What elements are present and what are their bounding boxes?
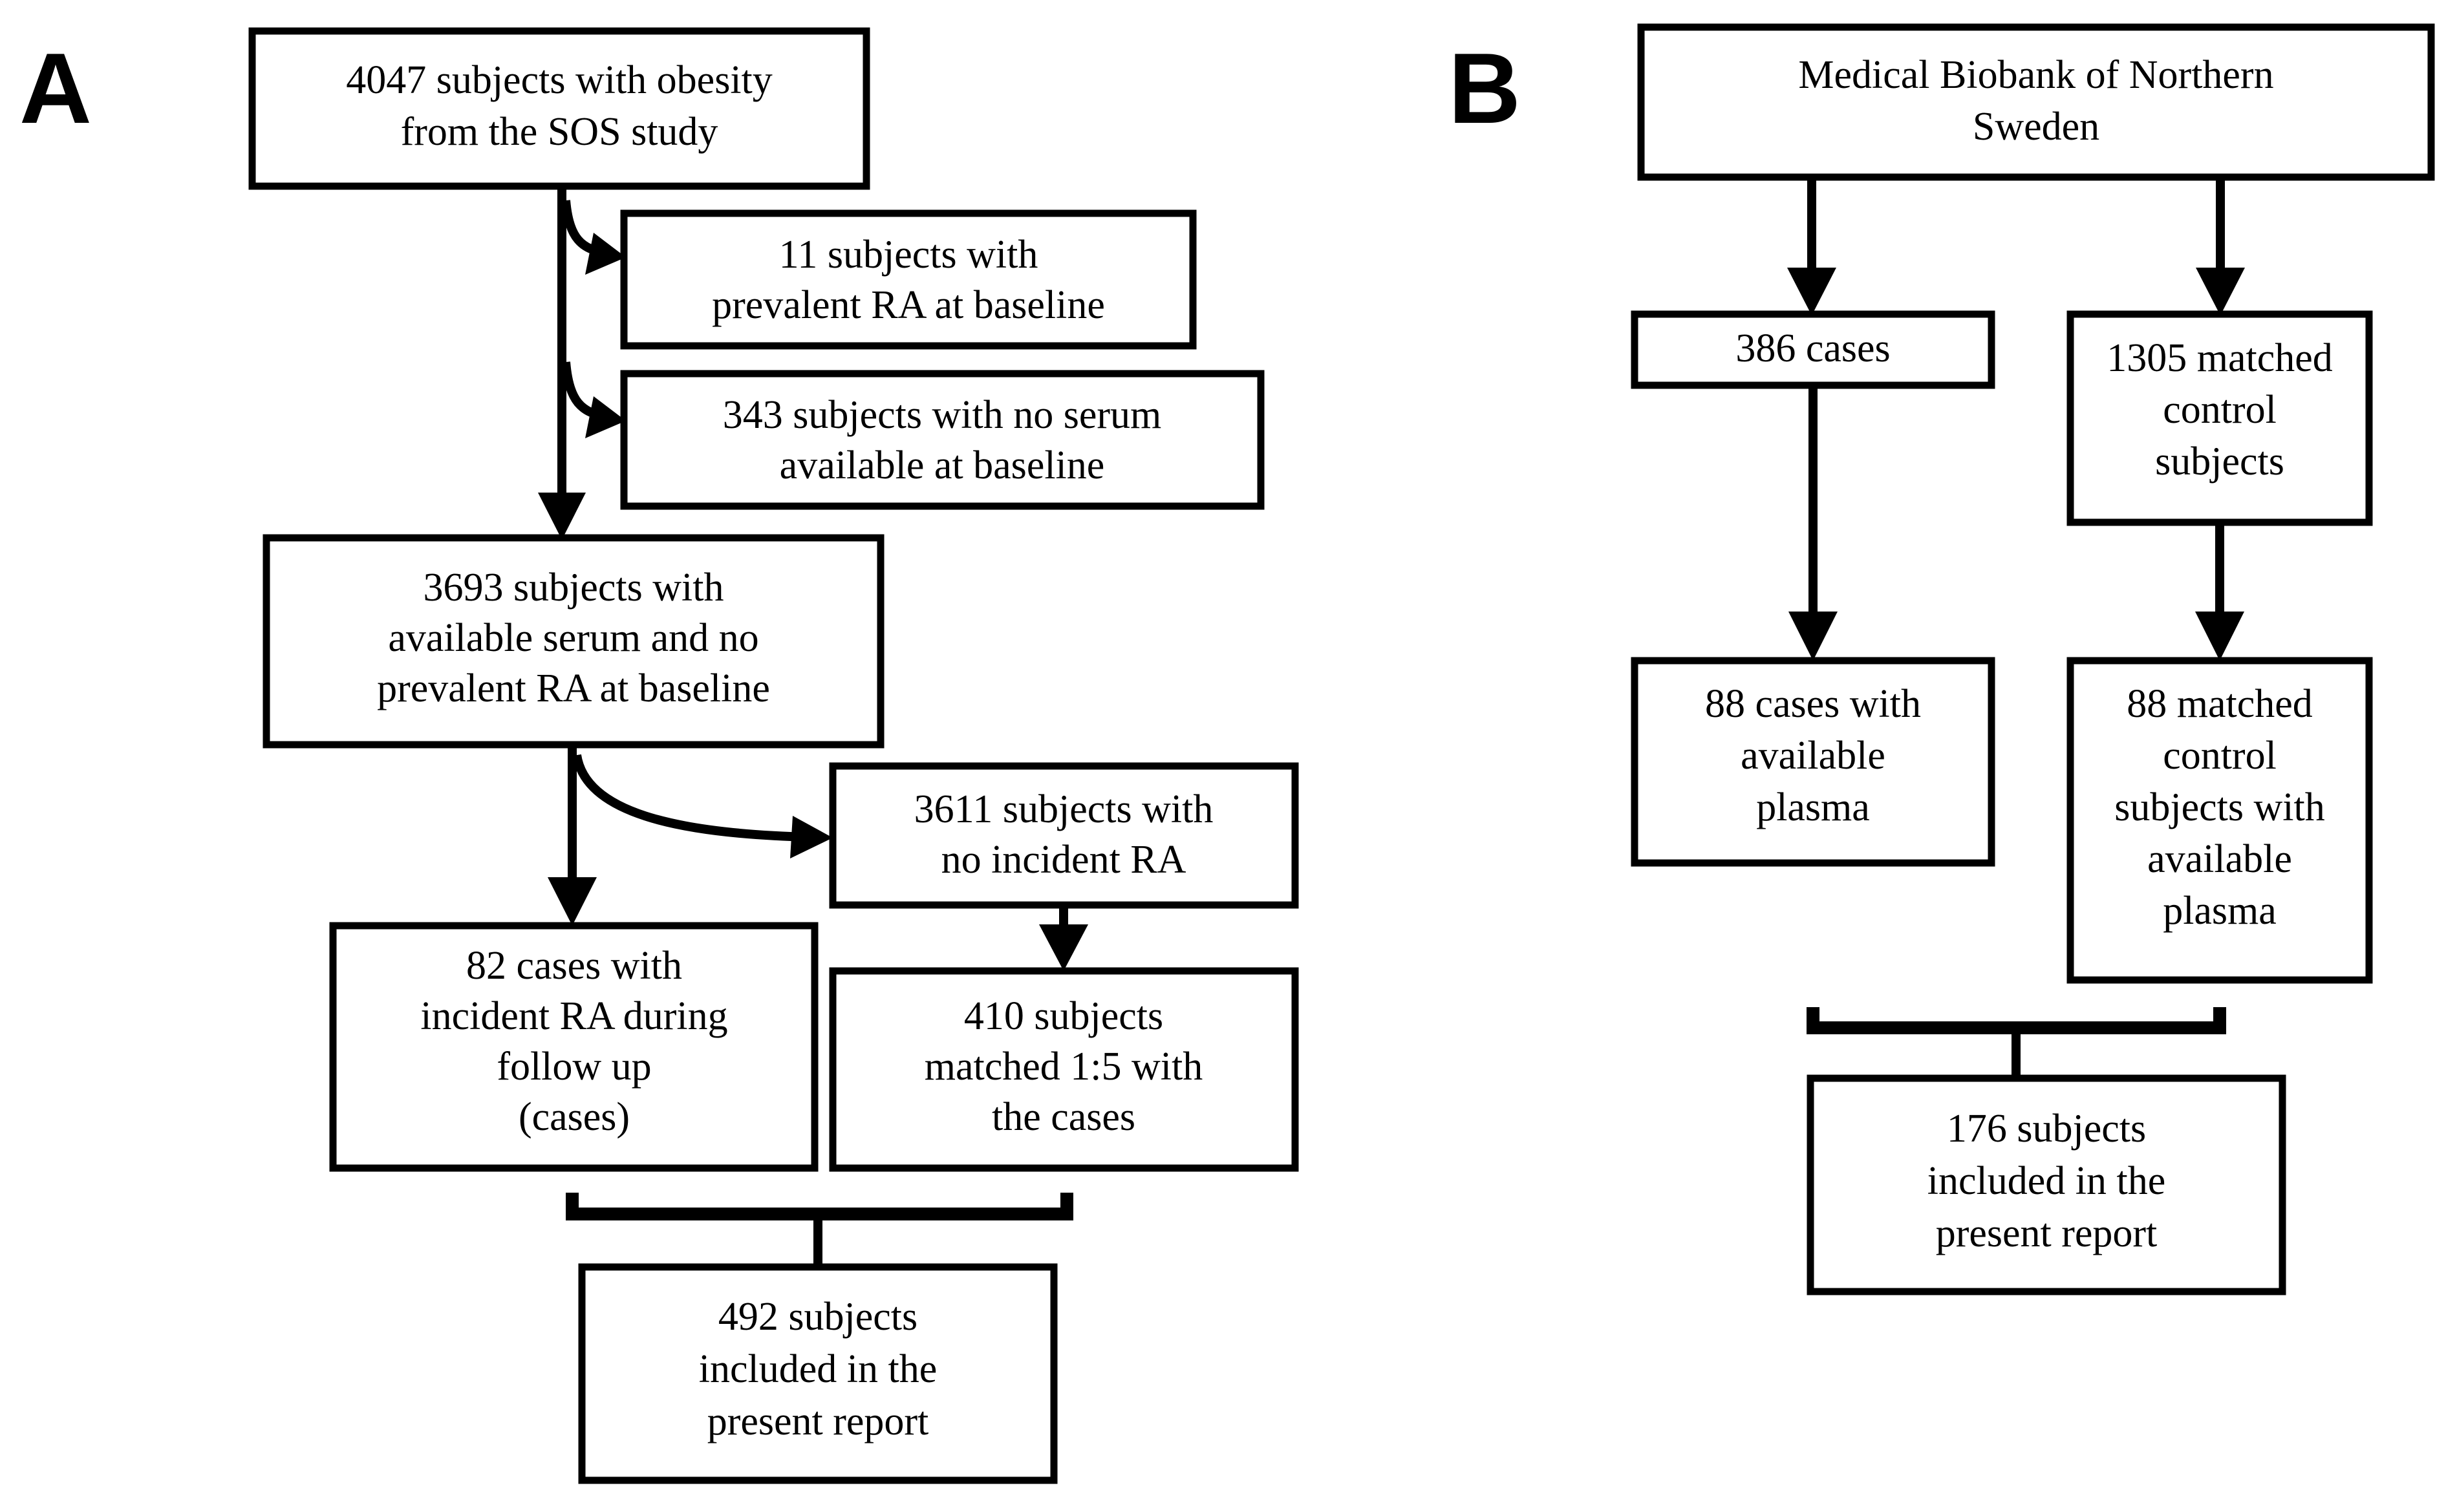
node-b-cases-box [1631, 310, 1995, 389]
node-a-eligible-line-3: prevalent RA at baseline [377, 666, 770, 710]
arrowhead-a-source-to-eligible [538, 493, 586, 540]
panel-a-letter: A [19, 32, 92, 144]
node-b-controls-plasma-box [2066, 657, 2373, 984]
node-a-eligible-line-2: available serum and no [388, 616, 758, 660]
node-b-cases-plasma-box [1631, 657, 1995, 867]
node-a-noincident-line-2: no incident RA [941, 838, 1186, 882]
node-b-included: 176 subjects included in the present rep… [1807, 1074, 2286, 1295]
node-b-controls-line-2: control [2163, 388, 2277, 432]
arrowhead-a-to-excl-noserum [585, 396, 626, 438]
arrowhead-b-source-to-cases [1787, 268, 1836, 315]
arrowhead-b-cases-to-plasma [1788, 612, 1838, 661]
arrowhead-a-eligible-to-noincident [790, 816, 833, 858]
node-b-included-box [1807, 1074, 2286, 1295]
node-a-cases-box [329, 922, 819, 1172]
node-a-matched: 410 subjects matched 1:5 with the cases [829, 967, 1299, 1172]
node-a-matched-line-2: matched 1:5 with [925, 1045, 1203, 1089]
node-a-excl-noserum-box [620, 370, 1265, 510]
node-b-cases-plasma-line-2: available [1741, 734, 1885, 778]
node-a-included-box [578, 1263, 1058, 1484]
node-a-eligible-line-1: 3693 subjects with [424, 566, 724, 610]
node-a-source-line-2: from the SOS study [401, 110, 718, 154]
arrowhead-b-controls-to-plasma [2195, 612, 2244, 661]
node-a-excl-prevalent: 11 subjects with prevalent RA at baselin… [620, 209, 1197, 350]
bracket-a-merge [566, 1193, 1073, 1220]
node-a-included-line-1: 492 subjects [718, 1295, 917, 1339]
node-b-source-line-1: Medical Biobank of Northern [1798, 53, 2273, 97]
node-a-noincident-line-1: 3611 subjects with [914, 787, 1214, 831]
node-b-controls-plasma: 88 matched control subjects with availab… [2066, 657, 2373, 984]
arrowhead-a-noincident-to-matched [1039, 924, 1088, 971]
node-a-excl-prevalent-box [620, 209, 1197, 350]
node-a-eligible: 3693 subjects with available serum and n… [263, 534, 885, 749]
node-b-controls: 1305 matched control subjects [2066, 310, 2373, 526]
node-a-matched-line-1: 410 subjects [964, 994, 1163, 1038]
node-a-eligible-box [263, 534, 885, 749]
node-a-cases: 82 cases with incident RA during follow … [329, 922, 819, 1172]
node-b-included-line-1: 176 subjects [1947, 1107, 2146, 1151]
node-a-noincident: 3611 subjects with no incident RA [829, 762, 1299, 909]
node-a-included-line-2: included in the [699, 1347, 937, 1391]
node-a-matched-line-3: the cases [992, 1095, 1135, 1139]
node-a-source-box [248, 27, 870, 190]
node-b-source: Medical Biobank of Northern Sweden [1637, 23, 2435, 181]
node-a-excl-noserum-line-2: available at baseline [780, 443, 1105, 487]
arrowhead-a-to-excl-prevalent [585, 233, 626, 275]
node-b-included-line-2: included in the [1927, 1159, 2165, 1203]
node-a-cases-line-4: (cases) [519, 1095, 630, 1139]
arrowhead-a-eligible-to-cases [548, 877, 597, 926]
node-b-source-line-2: Sweden [1973, 105, 2099, 149]
node-a-excl-noserum-line-1: 343 subjects with no serum [723, 393, 1162, 437]
node-b-cases-plasma: 88 cases with available plasma [1631, 657, 1995, 867]
node-b-cases-plasma-line-3: plasma [1756, 785, 1870, 829]
node-b-controls-plasma-line-3: subjects with [2114, 785, 2324, 829]
panel-b-letter: B [1448, 32, 1521, 144]
node-a-cases-line-3: follow up [497, 1045, 651, 1089]
node-b-cases: 386 cases [1631, 310, 1995, 389]
node-b-controls-line-3: subjects [2155, 440, 2284, 484]
node-a-cases-line-2: incident RA during [420, 994, 727, 1038]
node-a-included-line-3: present report [707, 1400, 929, 1443]
node-b-controls-plasma-line-2: control [2163, 734, 2277, 778]
node-b-included-line-3: present report [1936, 1211, 2158, 1255]
node-a-source: 4047 subjects with obesity from the SOS … [248, 27, 870, 190]
node-a-cases-line-1: 82 cases with [466, 944, 682, 988]
node-a-included: 492 subjects included in the present rep… [578, 1263, 1058, 1484]
node-b-cases-plasma-line-1: 88 cases with [1705, 682, 1921, 726]
node-b-cases-line-1: 386 cases [1735, 326, 1890, 370]
node-a-source-line-1: 4047 subjects with obesity [346, 58, 773, 102]
node-a-excl-prevalent-line-2: prevalent RA at baseline [712, 283, 1105, 327]
node-a-excl-noserum: 343 subjects with no serum available at … [620, 370, 1265, 510]
connector-a-eligible-to-noincident [572, 754, 812, 842]
panel-a: A 4047 subjects with obesity from the SO… [19, 27, 1299, 1484]
node-b-source-box [1637, 23, 2435, 181]
node-b-controls-plasma-line-4: available [2147, 837, 2292, 881]
bracket-b-merge [1807, 1007, 2226, 1034]
node-b-controls-line-1: 1305 matched [2107, 336, 2333, 380]
node-a-excl-prevalent-line-1: 11 subjects with [779, 233, 1038, 277]
panel-b: B Medical Biobank of Northern Sweden 386… [1448, 23, 2435, 1295]
arrowhead-b-source-to-controls [2196, 268, 2245, 315]
node-a-matched-box [829, 967, 1299, 1172]
node-b-controls-plasma-line-5: plasma [2163, 889, 2277, 933]
node-b-controls-plasma-line-1: 88 matched [2127, 682, 2313, 726]
